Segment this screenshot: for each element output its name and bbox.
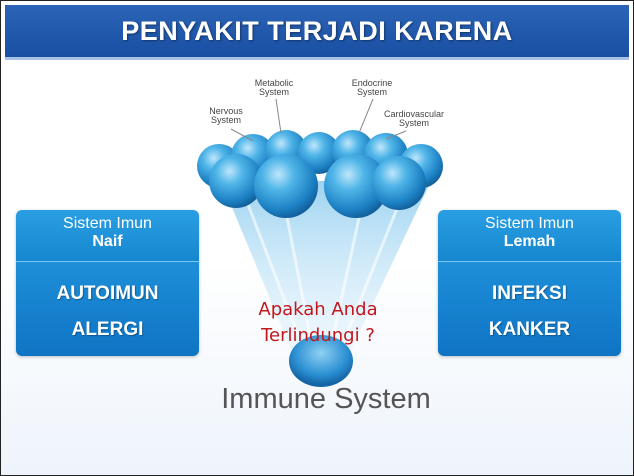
panel-subheading: Naif <box>92 233 123 251</box>
slide-title: PENYAKIT TERJADI KARENA <box>121 15 513 46</box>
panel-body: AUTOIMUN ALERGI <box>16 262 199 356</box>
disease-item: INFEKSI <box>492 283 567 304</box>
system-spheres <box>197 130 443 218</box>
panel-heading: Sistem Imun <box>63 215 152 232</box>
panel-heading: Sistem Imun <box>485 215 574 232</box>
disease-item: KANKER <box>488 319 571 340</box>
endocrine-system-label: Endocrine System <box>351 78 393 98</box>
panel-header: Sistem Imun Lemah <box>438 210 621 262</box>
panel-body: INFEKSI KANKER <box>438 262 621 356</box>
disease-item: AUTOIMUN <box>56 283 159 304</box>
immune-core-sphere <box>289 335 353 387</box>
panel-subheading: Lemah <box>503 233 556 251</box>
cardiovascular-system-label: Cardiovascular System <box>383 109 445 129</box>
title-bar: PENYAKIT TERJADI KARENA <box>5 5 629 60</box>
immune-system-illustration <box>197 98 443 387</box>
nervous-system-label: Nervous System <box>209 106 243 126</box>
metabolic-system-label: Metabolic System <box>254 78 294 98</box>
weak-immune-panel: Sistem Imun Lemah INFEKSI KANKER <box>438 210 621 356</box>
question-text: Apakah Anda Terlindungi ? <box>258 299 378 347</box>
naive-immune-panel: Sistem Imun Naif AUTOIMUN ALERGI <box>16 210 199 356</box>
disease-item: ALERGI <box>71 319 144 340</box>
panel-header: Sistem Imun Naif <box>16 210 199 262</box>
immune-system-label: Immune System <box>221 383 431 415</box>
light-beam <box>221 181 431 361</box>
